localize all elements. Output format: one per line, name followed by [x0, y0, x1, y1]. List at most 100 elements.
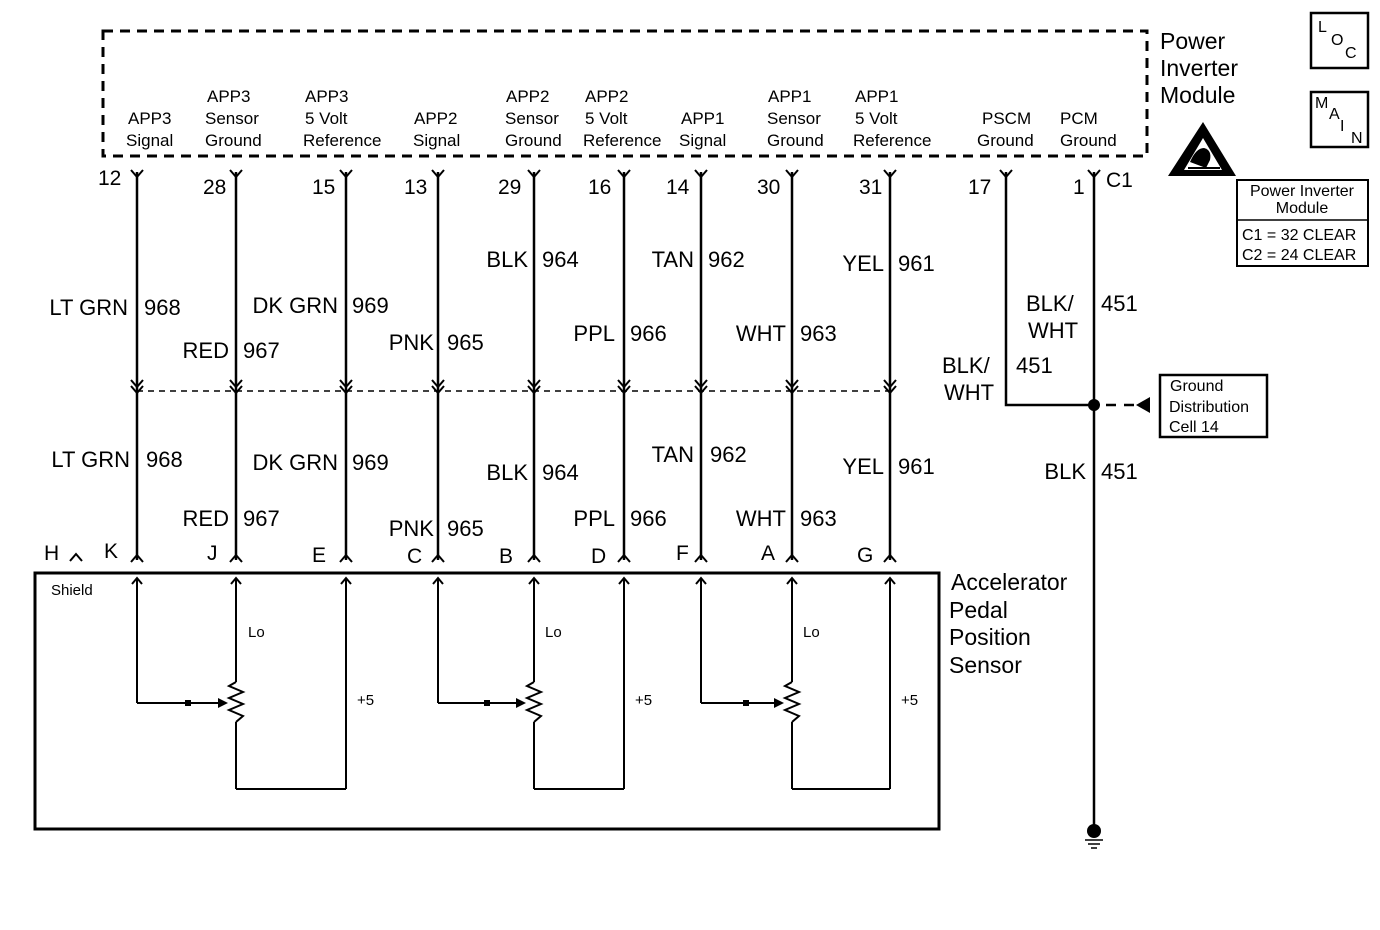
svg-text:E: E: [312, 544, 326, 567]
svg-text:964: 964: [542, 247, 579, 272]
svg-text:F: F: [676, 542, 689, 565]
shield-label: Shield: [51, 582, 93, 599]
svg-text:WHT: WHT: [944, 380, 994, 405]
svg-text:Sensor: Sensor: [205, 109, 259, 128]
svg-text:C: C: [407, 545, 422, 568]
svg-text:12: 12: [98, 167, 121, 190]
module-title: Power Inverter Module: [1160, 28, 1244, 108]
svg-text:969: 969: [352, 450, 389, 475]
svg-text:C2 = 24 CLEAR: C2 = 24 CLEAR: [1242, 247, 1356, 264]
svg-text:APP1: APP1: [855, 87, 898, 106]
svg-text:451: 451: [1101, 459, 1138, 484]
module-connector-chevrons: [130, 169, 1101, 179]
svg-text:APP3: APP3: [305, 87, 348, 106]
svg-text:Cell 14: Cell 14: [1169, 419, 1219, 436]
svg-text:N: N: [1351, 130, 1363, 147]
svg-text:+5: +5: [901, 692, 918, 709]
svg-text:BLK/: BLK/: [942, 353, 991, 378]
svg-text:PNK: PNK: [389, 330, 435, 355]
svg-text:31: 31: [859, 176, 882, 199]
svg-text:M: M: [1315, 95, 1328, 112]
svg-text:Reference: Reference: [853, 131, 931, 150]
svg-text:D: D: [591, 545, 606, 568]
svg-text:969: 969: [352, 293, 389, 318]
svg-text:5 Volt: 5 Volt: [855, 109, 898, 128]
svg-text:BLK/: BLK/: [1026, 291, 1075, 316]
svg-text:1: 1: [1073, 176, 1085, 199]
svg-text:PSCM: PSCM: [982, 109, 1031, 128]
sensor-internal-labels: Lo Lo Lo +5 +5 +5: [248, 624, 918, 709]
svg-text:BLK: BLK: [1044, 459, 1086, 484]
svg-text:J: J: [207, 542, 218, 565]
svg-text:LT GRN: LT GRN: [49, 295, 128, 320]
svg-text:Ground: Ground: [1060, 131, 1117, 150]
svg-text:A: A: [761, 542, 775, 565]
svg-text:13: 13: [404, 176, 427, 199]
svg-text:TAN: TAN: [652, 442, 694, 467]
sensor-up-arrows: [131, 576, 896, 585]
svg-text:C1: C1: [1106, 169, 1133, 192]
svg-text:14: 14: [666, 176, 690, 199]
svg-text:Signal: Signal: [413, 131, 460, 150]
sensor-title: Accelerator Pedal Position Sensor: [949, 569, 1074, 678]
module-dashed-outline: [101, 29, 1149, 158]
svg-text:C: C: [1345, 45, 1357, 62]
svg-text:APP1: APP1: [768, 87, 811, 106]
svg-text:WHT: WHT: [1028, 318, 1078, 343]
svg-text:G: G: [857, 544, 873, 567]
svg-text:962: 962: [708, 247, 745, 272]
svg-text:963: 963: [800, 321, 837, 346]
svg-text:Ground: Ground: [505, 131, 562, 150]
esd-warning-icon: [1168, 122, 1236, 176]
svg-text:O: O: [1331, 32, 1343, 49]
sensor-circuits: [136, 578, 891, 790]
svg-text:RED: RED: [183, 506, 229, 531]
svg-text:Ground: Ground: [205, 131, 262, 150]
svg-text:APP3: APP3: [128, 109, 171, 128]
svg-text:966: 966: [630, 506, 667, 531]
svg-text:964: 964: [542, 460, 579, 485]
svg-text:29: 29: [498, 176, 521, 199]
svg-text:YEL: YEL: [842, 454, 884, 479]
svg-text:RED: RED: [183, 338, 229, 363]
svg-text:965: 965: [447, 516, 484, 541]
svg-text:TAN: TAN: [652, 247, 694, 272]
svg-text:LT GRN: LT GRN: [51, 447, 130, 472]
svg-text:Sensor: Sensor: [505, 109, 559, 128]
signal-wires: [135, 172, 892, 560]
svg-text:BLK: BLK: [486, 247, 528, 272]
svg-text:+5: +5: [635, 692, 652, 709]
svg-text:451: 451: [1101, 291, 1138, 316]
svg-text:BLK: BLK: [486, 460, 528, 485]
svg-text:30: 30: [757, 176, 780, 199]
sensor-pin-letters: H K J E C B D F A G: [44, 540, 873, 568]
svg-text:PCM: PCM: [1060, 109, 1098, 128]
svg-text:Module: Module: [1276, 200, 1329, 217]
svg-text:APP2: APP2: [585, 87, 628, 106]
svg-text:961: 961: [898, 251, 935, 276]
svg-text:Ground: Ground: [977, 131, 1034, 150]
svg-text:28: 28: [203, 176, 226, 199]
svg-text:APP1: APP1: [681, 109, 724, 128]
svg-text:963: 963: [800, 506, 837, 531]
svg-text:C1 = 32 CLEAR: C1 = 32 CLEAR: [1242, 227, 1356, 244]
ground-distribution-arrow: [1136, 397, 1150, 413]
svg-text:PNK: PNK: [389, 516, 435, 541]
sensor-connector-carets: [69, 552, 897, 563]
svg-text:DK GRN: DK GRN: [252, 293, 338, 318]
svg-text:Lo: Lo: [545, 624, 562, 641]
svg-text:Distribution: Distribution: [1169, 399, 1249, 416]
svg-text:APP2: APP2: [414, 109, 457, 128]
svg-text:L: L: [1318, 19, 1327, 36]
svg-text:967: 967: [243, 506, 280, 531]
ground-icon: [1085, 824, 1103, 849]
svg-text:APP3: APP3: [207, 87, 250, 106]
svg-text:962: 962: [710, 442, 747, 467]
ground-distribution-box: Ground Distribution Cell 14: [1158, 373, 1269, 439]
svg-text:+5: +5: [357, 692, 374, 709]
svg-text:DK GRN: DK GRN: [252, 450, 338, 475]
svg-text:966: 966: [630, 321, 667, 346]
svg-text:15: 15: [312, 176, 335, 199]
wiper-arrows: [185, 698, 784, 708]
